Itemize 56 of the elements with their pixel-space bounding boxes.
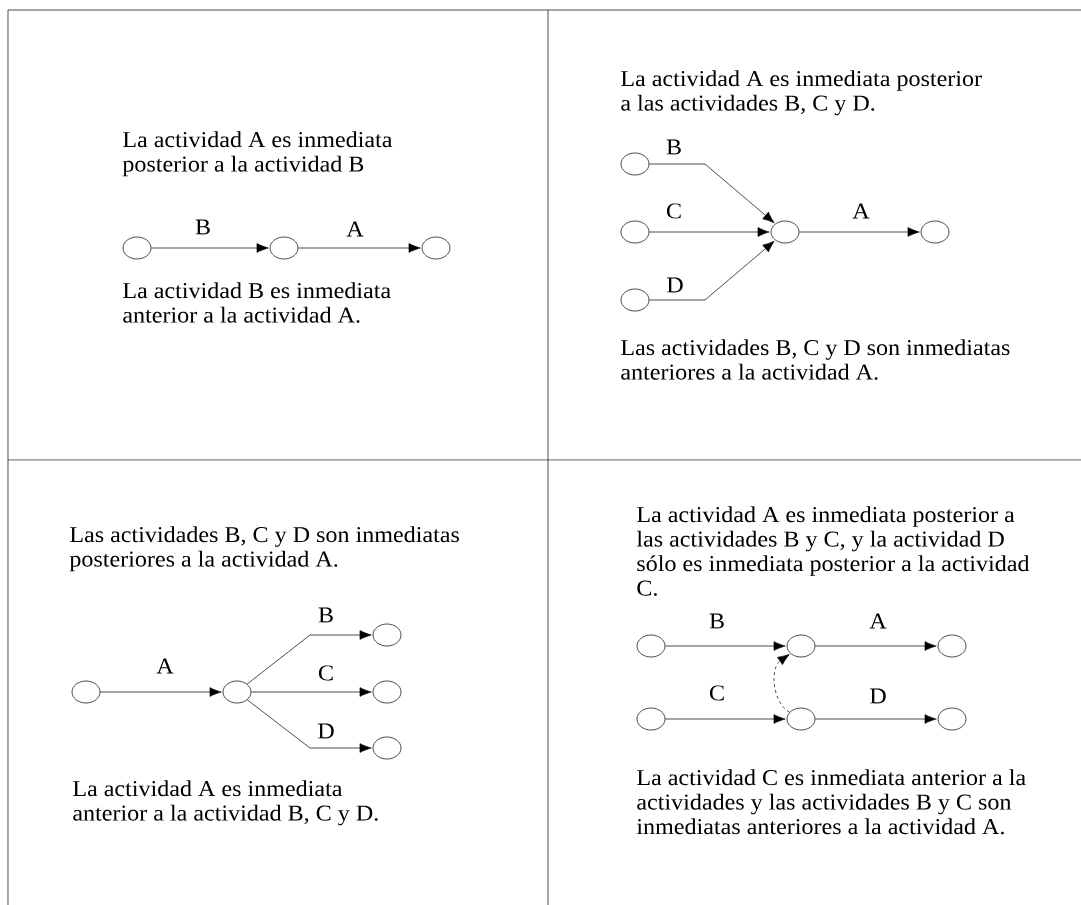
event-circle xyxy=(920,220,950,244)
edge-label: B xyxy=(665,138,684,156)
description-text: La actividad A es inmediata posterior a las actividades B, C y D. xyxy=(621,70,982,116)
arrow xyxy=(251,687,372,697)
edge-label: C xyxy=(316,664,336,682)
description-text: La actividad A es inmediata posterior a la actividad B xyxy=(122,131,393,177)
arrow xyxy=(773,654,790,713)
event-circle xyxy=(71,680,101,704)
edge-label: A xyxy=(868,612,888,630)
event-circle xyxy=(372,680,402,704)
event-circle xyxy=(937,634,967,658)
arrow xyxy=(665,714,786,724)
edge-label: A xyxy=(345,220,365,238)
edge-label: B xyxy=(316,606,336,624)
description-text: La actividad B es inmediata anterior a la actividad A. xyxy=(123,282,391,323)
arrow xyxy=(665,641,786,651)
event-circle xyxy=(937,707,967,731)
arrow xyxy=(815,641,937,651)
edge-label: A xyxy=(155,657,175,675)
edge-label: C xyxy=(665,202,684,220)
arrow xyxy=(815,714,937,724)
edge-label: D xyxy=(868,687,888,705)
event-circle xyxy=(222,680,252,704)
arrow xyxy=(298,243,421,253)
event-circle xyxy=(636,634,666,658)
event-circle xyxy=(620,220,650,244)
arrow xyxy=(246,699,372,753)
event-circle xyxy=(620,288,650,312)
event-circle xyxy=(786,634,816,658)
event-circle xyxy=(636,707,666,731)
edge-label: D xyxy=(316,722,336,740)
event-circle xyxy=(122,236,152,260)
event-circle xyxy=(620,152,650,176)
arrow xyxy=(151,243,269,253)
arrow xyxy=(246,630,372,685)
description-text: La actividad C es inmediata anterior a la actividades y las actividades B y C son inmediatas anteriores a la actividad A. xyxy=(636,769,1026,835)
edge-label: B xyxy=(194,218,213,236)
arrow xyxy=(100,687,222,697)
edge-label: C xyxy=(708,684,727,702)
description-text: La actividad A es inmediata anterior a la actividad B, C y D. xyxy=(73,780,378,826)
edge-label: A xyxy=(851,202,871,220)
event-circle xyxy=(770,220,800,244)
edge-label: D xyxy=(665,276,685,294)
event-circle xyxy=(269,236,299,260)
description-text: La actividad A es inmediata posterior a las actividades B y C, y la actividad D sólo es inmediata posterior a la actividad C. xyxy=(636,506,1030,596)
event-circle xyxy=(421,236,451,260)
description-text: Las actividades B, C y D son inmediatas anteriores a la actividad A. xyxy=(621,339,1010,380)
arrow xyxy=(799,227,920,237)
arrow xyxy=(649,240,775,301)
arrow xyxy=(649,227,770,237)
description-text: Las actividades B, C y D son inmediatas posteriores a la actividad A. xyxy=(69,526,459,572)
edge-label: B xyxy=(708,612,727,630)
event-circle xyxy=(372,623,402,647)
event-circle xyxy=(372,736,402,760)
arrow xyxy=(649,163,775,224)
event-circle xyxy=(786,707,816,731)
